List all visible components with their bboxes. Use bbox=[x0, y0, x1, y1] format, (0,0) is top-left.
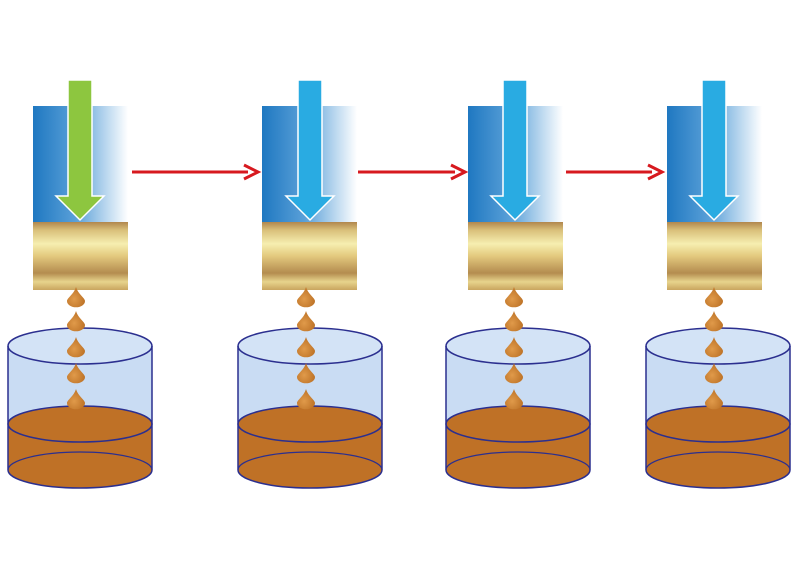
blue-arrow bbox=[489, 79, 541, 222]
beaker-icon bbox=[445, 327, 591, 489]
droplet-icon bbox=[297, 363, 315, 384]
filter-plate bbox=[468, 222, 563, 290]
right-arrow-icon bbox=[358, 163, 469, 181]
beaker-bottom bbox=[445, 469, 591, 489]
droplet-icon bbox=[67, 389, 85, 410]
stage-1 bbox=[7, 79, 153, 489]
droplet-icon bbox=[705, 311, 723, 332]
liquid-surface bbox=[645, 405, 791, 443]
droplet-icon bbox=[297, 287, 315, 308]
beaker-icon bbox=[645, 327, 791, 489]
droplet-icon bbox=[705, 363, 723, 384]
blue-arrow bbox=[688, 79, 740, 222]
stage-2 bbox=[237, 79, 383, 489]
filter-plate bbox=[262, 222, 357, 290]
beaker-bottom-back bbox=[445, 451, 591, 471]
beaker-bottom-back bbox=[7, 451, 153, 471]
stage-4 bbox=[645, 79, 791, 489]
droplet-icon bbox=[705, 337, 723, 358]
droplet-icon bbox=[705, 287, 723, 308]
beaker-bottom bbox=[237, 469, 383, 489]
beaker-bottom-back bbox=[237, 451, 383, 471]
droplet-icon bbox=[67, 337, 85, 358]
flow-arrows bbox=[132, 163, 666, 181]
blue-arrow bbox=[284, 79, 336, 222]
droplet-icon bbox=[705, 389, 723, 410]
right-arrow-icon bbox=[132, 163, 262, 181]
right-arrow-icon bbox=[566, 163, 666, 181]
droplet-icon bbox=[297, 389, 315, 410]
liquid-surface bbox=[7, 405, 153, 443]
stage-3 bbox=[445, 79, 591, 489]
droplet-icon bbox=[505, 311, 523, 332]
flow-arrow-head bbox=[450, 163, 469, 181]
droplet-icon bbox=[505, 337, 523, 358]
stages bbox=[7, 79, 791, 489]
beaker-bottom-back bbox=[645, 451, 791, 471]
droplet-icon bbox=[67, 363, 85, 384]
droplet-icon bbox=[297, 311, 315, 332]
droplet-icon bbox=[67, 287, 85, 308]
flow-arrow-head bbox=[243, 163, 262, 181]
beaker-icon bbox=[237, 327, 383, 489]
beaker-bottom bbox=[7, 469, 153, 489]
green-arrow bbox=[54, 79, 106, 222]
droplet-icon bbox=[505, 363, 523, 384]
flow-arrow-head bbox=[647, 163, 666, 181]
liquid-surface bbox=[237, 405, 383, 443]
filter-plate bbox=[33, 222, 128, 290]
droplet-icon bbox=[67, 311, 85, 332]
beaker-bottom bbox=[645, 469, 791, 489]
droplet-icon bbox=[505, 389, 523, 410]
droplet-icon bbox=[505, 287, 523, 308]
liquid-surface bbox=[445, 405, 591, 443]
droplet-icon bbox=[297, 337, 315, 358]
filter-plate bbox=[667, 222, 762, 290]
